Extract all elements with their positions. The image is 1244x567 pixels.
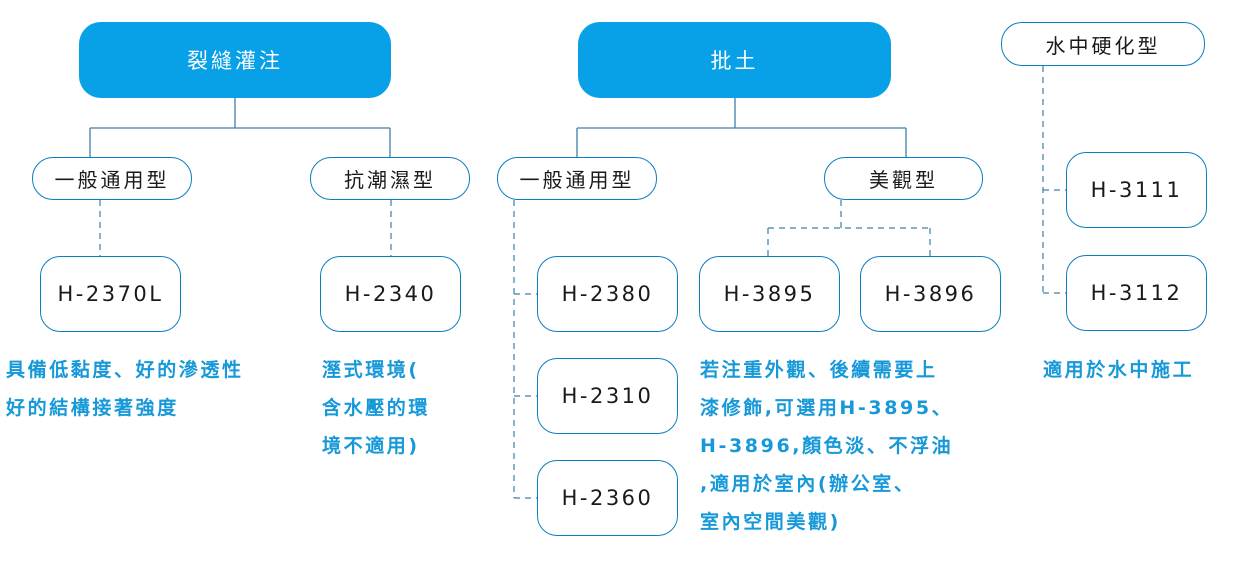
description-line: 適用於水中施工 [1043,359,1195,381]
description-underwater: 適用於水中施工 [1043,351,1194,389]
product-h3895: H-3895 [699,256,840,332]
product-h2380: H-2380 [537,256,678,332]
product-h3111: H-3111 [1066,152,1207,228]
description-line: 若注重外觀、後續需要上 [700,359,938,381]
connector-putty-general-dashed [513,200,537,499]
product-h3896: H-3896 [860,256,1001,332]
connector-putty-aesthetic-dashed [767,200,931,256]
subtype-putty-general: 一般通用型 [497,157,657,200]
category-crack-injection: 裂縫灌注 [79,22,391,98]
subtype-crack-moisture: 抗潮濕型 [310,157,470,200]
connector-putty-tree [576,98,907,158]
connector-crack-tree [89,98,391,158]
description-line: 含水壓的環 [322,397,431,419]
description-line: 室內空間美觀) [700,511,841,533]
description-line: ,適用於室內(辦公室、 [700,473,916,495]
product-h2370l: H-2370L [40,256,181,332]
category-underwater-curing: 水中硬化型 [1001,22,1205,66]
description-line: 好的結構接著強度 [6,397,179,419]
subtype-crack-general: 一般通用型 [32,157,192,200]
product-h3112: H-3112 [1066,255,1207,331]
description-crack-moisture: 溼式環境( 含水壓的環 境不適用) [322,351,430,465]
product-h2360: H-2360 [537,460,678,536]
description-line: 具備低黏度、好的滲透性 [6,359,244,381]
description-line: 漆修飾,可選用H-3895、 [700,397,954,419]
connector-underwater-dashed [1042,66,1066,294]
description-line: 境不適用) [322,435,420,457]
product-h2310: H-2310 [537,358,678,434]
description-line: H-3896,顏色淡、不浮油 [700,435,954,457]
description-line: 溼式環境( [322,359,420,381]
subtype-putty-aesthetic: 美觀型 [824,157,983,200]
description-crack-general: 具備低黏度、好的滲透性 好的結構接著強度 [6,351,244,427]
category-putty: 批土 [578,22,891,98]
product-h2340: H-2340 [320,256,461,332]
description-putty-aesthetic: 若注重外觀、後續需要上 漆修飾,可選用H-3895、 H-3896,顏色淡、不浮… [700,351,953,541]
